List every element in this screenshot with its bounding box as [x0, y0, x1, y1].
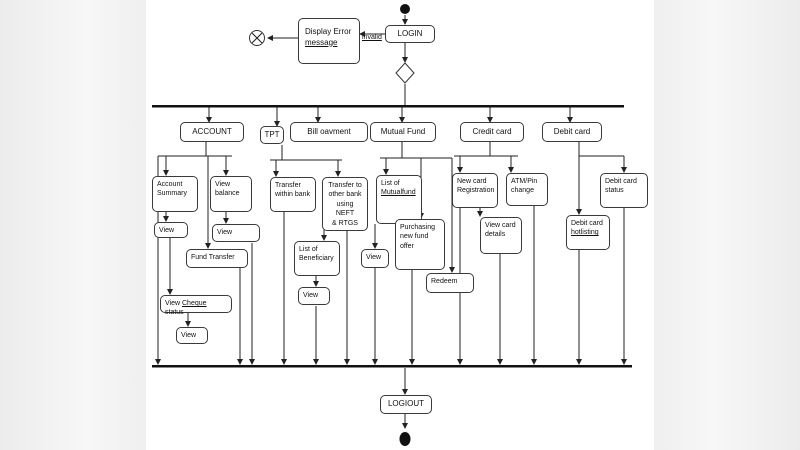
transfer-other-label: Transfer to: [328, 182, 362, 189]
list-mutualfund-node: List of Mutualfund: [376, 175, 422, 224]
login-node: LOGIN: [385, 25, 435, 43]
left-margin: [0, 0, 146, 450]
tpt-label: TPT: [264, 129, 280, 139]
cheque-label-word: Cheque: [182, 300, 207, 307]
end-node: [399, 432, 411, 446]
list-beneficiary-node: List of Beneficiary: [294, 241, 340, 276]
atm-label: ATM/Pin: [511, 178, 538, 185]
view-balance-label-2: balance: [215, 190, 240, 198]
bill-label: Bill oavment: [307, 126, 351, 136]
atm-label-2: change: [511, 187, 534, 195]
activity-diagram: Display Error message invalid LOGIN ACCO…: [146, 0, 654, 450]
account-summary-label-2: Summary: [157, 190, 187, 198]
view-balance-label: View: [215, 181, 231, 188]
view-node-beneficiary: View: [298, 287, 330, 305]
debit-label: Debit card: [553, 126, 591, 136]
new-card-registration-node: New card Registration: [452, 173, 498, 208]
cheque-label-prefix: View: [165, 300, 182, 307]
debit-status-label-2: status: [605, 187, 624, 195]
error-label: Display Error: [305, 27, 352, 36]
debit-status-label: Debit card: [605, 178, 637, 185]
view-node-cheque: View: [176, 327, 208, 344]
view-node-balance: View: [212, 224, 260, 242]
error-node: Display Error message: [298, 18, 360, 64]
purchasing-label-2: new fund: [400, 233, 429, 241]
transfer-other-label-4: & RTGS: [332, 219, 358, 227]
diagram-connectors: [152, 4, 632, 446]
debit-card-status-node: Debit card status: [600, 173, 648, 208]
account-summary-node: Account Summary: [152, 176, 198, 212]
account-summary-label: Account: [157, 181, 183, 188]
credit-label: Credit card: [472, 126, 512, 136]
fork-bar: [152, 105, 624, 108]
list-beneficiary-label: List of: [299, 246, 318, 253]
cheque-label-suffix: status: [165, 309, 184, 317]
account-node: ACCOUNT: [180, 122, 244, 142]
view-balance-node: View balance: [210, 176, 252, 212]
transfer-within-bank-node: Transfer within bank: [270, 177, 316, 212]
new-card-label: New card: [457, 178, 487, 185]
redeem-node: Redeem: [426, 273, 474, 293]
view-label: View: [159, 227, 175, 234]
mutual-label: Mutual Fund: [380, 126, 426, 136]
list-mf-label-2: Mutualfund: [381, 189, 416, 197]
purchasing-label-3: offer: [400, 242, 414, 250]
logout-node: LOGIOUT: [380, 395, 432, 414]
view-card-label-2: details: [485, 231, 506, 239]
view-card-label: View card: [485, 222, 516, 229]
join-bar: [152, 365, 632, 368]
redeem-label: Redeem: [431, 278, 458, 285]
invalid-label: invalid: [362, 34, 382, 41]
purchasing-label: Purchasing: [400, 224, 436, 231]
logout-label: LOGIOUT: [387, 399, 424, 409]
atm-pin-change-node: ATM/Pin change: [506, 173, 548, 206]
transfer-within-label-2: within bank: [275, 191, 311, 199]
transfer-within-label: Transfer: [275, 182, 301, 189]
start-node: [400, 4, 410, 14]
cheque-status-node: View Cheque status: [160, 295, 232, 317]
view-node-mutualfund: View: [361, 249, 389, 268]
mutual-fund-node: Mutual Fund: [370, 122, 436, 142]
list-mf-label: List of: [381, 180, 400, 187]
view-node-account: View: [154, 222, 188, 238]
fund-transfer-label: Fund Transfer: [191, 254, 235, 261]
transfer-other-label-2: other bank: [328, 191, 362, 199]
view-card-details-node: View card details: [480, 217, 522, 254]
login-label: LOGIN: [397, 28, 423, 38]
debit-hot-label: Debit card: [571, 220, 603, 227]
debit-card-node: Debit card: [542, 122, 602, 142]
view-label: View: [181, 332, 197, 339]
transfer-other-bank-node: Transfer to other bank using NEFT & RTGS: [322, 177, 368, 231]
purchasing-fund-node: Purchasing new fund offer: [395, 219, 445, 270]
debit-card-hotlisting-node: Debit card hotlisting: [566, 215, 610, 250]
right-margin: [654, 0, 800, 450]
transfer-other-label-3: using NEFT: [335, 200, 355, 218]
credit-card-node: Credit card: [460, 122, 524, 142]
view-label: View: [366, 254, 382, 261]
account-label: ACCOUNT: [192, 126, 232, 136]
view-label: View: [303, 292, 319, 299]
new-card-label-2: Registration: [457, 187, 495, 195]
error-label-2: message: [305, 37, 338, 47]
debit-hot-label-2: hotlisting: [571, 229, 599, 237]
bill-payment-node: Bill oavment: [290, 122, 368, 142]
fund-transfer-node: Fund Transfer: [186, 249, 248, 268]
view-label: View: [217, 229, 233, 236]
list-beneficiary-label-2: Beneficiary: [299, 255, 334, 263]
tpt-node: TPT: [260, 126, 284, 144]
